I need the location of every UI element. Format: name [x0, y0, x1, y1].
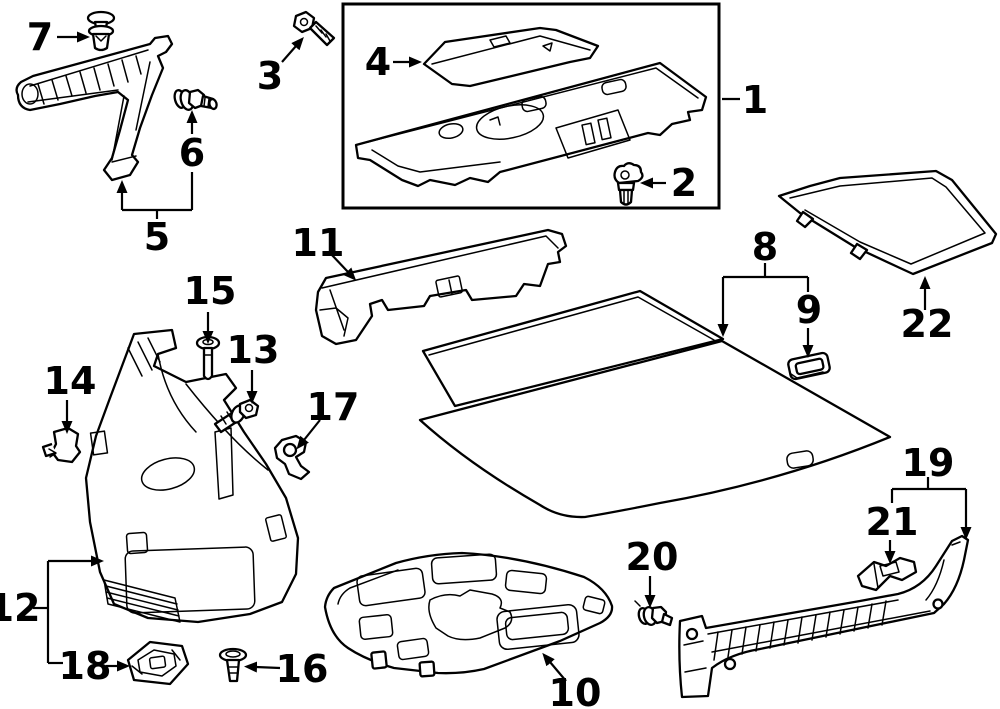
callout-label-19: 19 — [902, 441, 955, 485]
callout-label-15: 15 — [184, 269, 237, 313]
part-6-drawing — [173, 88, 218, 111]
callout-label-9: 9 — [796, 288, 822, 332]
callout-label-6: 6 — [179, 131, 205, 175]
part-17-drawing — [273, 434, 311, 481]
part-10-drawing — [323, 551, 614, 678]
callout-label-2: 2 — [671, 161, 697, 205]
part-5-drawing — [15, 34, 174, 182]
part-12-drawing — [84, 328, 300, 624]
part-7-drawing — [86, 10, 116, 52]
callout-label-12: 12 — [0, 586, 40, 630]
callout-label-1: 1 — [742, 78, 768, 122]
callout-label-22: 22 — [901, 302, 954, 346]
callout-label-10: 10 — [549, 671, 602, 709]
part-22-drawing — [777, 169, 998, 276]
part-18-drawing — [126, 640, 190, 686]
callout-8-9-leader — [717, 263, 814, 358]
callout-label-13: 13 — [227, 328, 280, 372]
callout-11-leader — [330, 253, 357, 281]
callout-3-leader — [281, 36, 304, 63]
callout-label-20: 20 — [626, 535, 679, 579]
callout-19-21-leader — [884, 477, 972, 564]
callout-label-16: 16 — [276, 647, 329, 691]
callout-10-leader — [542, 652, 567, 682]
part-16-drawing — [218, 647, 248, 683]
callout-label-11: 11 — [292, 221, 345, 265]
callout-label-7: 7 — [27, 15, 53, 59]
part-4-drawing — [422, 26, 600, 88]
part-11-drawing — [314, 228, 568, 346]
part-21-drawing — [856, 556, 918, 592]
callout-label-21: 21 — [866, 500, 919, 544]
callout-label-14: 14 — [44, 359, 97, 403]
callout-label-8: 8 — [752, 225, 778, 269]
callout-label-3: 3 — [257, 54, 283, 98]
callout-5-6-leader — [116, 110, 198, 219]
part-19-drawing — [678, 534, 970, 699]
part-2-drawing — [613, 162, 644, 206]
callout-12-18-leader — [33, 555, 130, 672]
part-1-drawing — [354, 61, 708, 188]
callout-label-5: 5 — [144, 215, 170, 259]
part-15-drawing — [195, 335, 221, 381]
callout-label-18: 18 — [59, 644, 112, 688]
part-3-drawing — [292, 10, 336, 47]
part-9-drawing — [787, 351, 831, 381]
callout-16-leader — [244, 661, 281, 673]
callout-label-17: 17 — [307, 385, 360, 429]
detail-box — [341, 2, 721, 210]
part-8-drawing — [418, 289, 892, 519]
part-20-drawing — [634, 600, 674, 627]
callout-label-4: 4 — [365, 40, 391, 84]
part-14-drawing — [41, 426, 82, 464]
callout-17-leader — [296, 419, 321, 450]
